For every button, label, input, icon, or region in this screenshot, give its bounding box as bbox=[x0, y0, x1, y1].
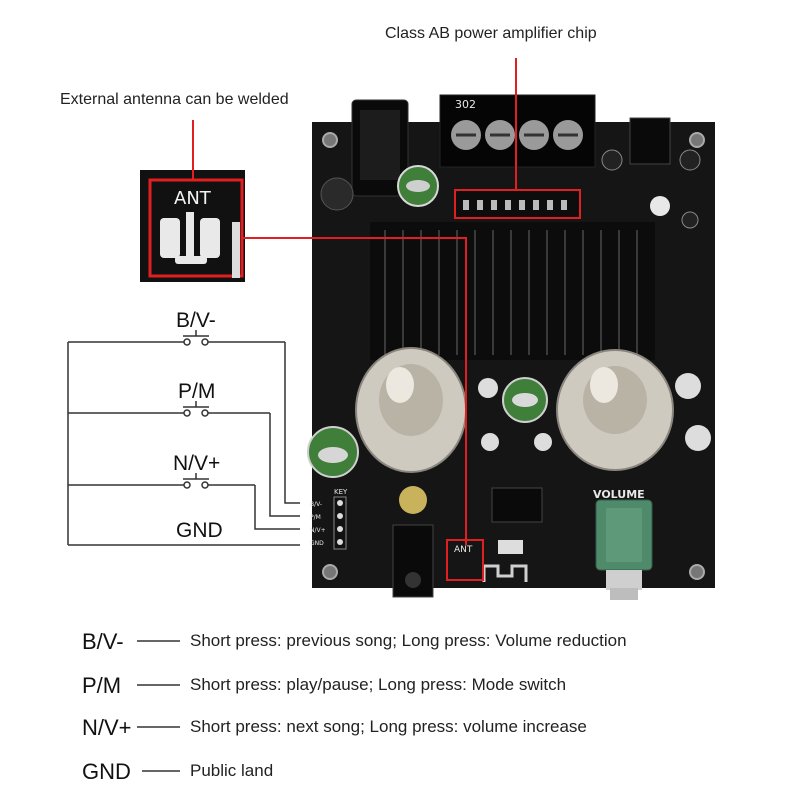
legend-key-pm: P/M bbox=[82, 673, 122, 698]
legend-key-bv: B/V- bbox=[82, 629, 124, 654]
dc-jack bbox=[351, 99, 409, 197]
silk-pin-1: B/V- bbox=[310, 501, 322, 508]
legend-desc-pm: Short press: play/pause; Long press: Mod… bbox=[190, 675, 567, 694]
silk-model: 302 bbox=[455, 98, 476, 111]
antenna-inset bbox=[140, 170, 245, 282]
silk-key: KEY bbox=[334, 488, 348, 496]
antenna-callout-label: External antenna can be welded bbox=[60, 91, 289, 108]
vacuum-tube-right bbox=[556, 349, 674, 471]
silk-pin-4: GND bbox=[310, 540, 324, 547]
amp-chip-highlight bbox=[454, 189, 581, 219]
speaker-terminal-block bbox=[439, 94, 596, 168]
button-label-pm: P/M bbox=[178, 380, 216, 403]
button-label-bv: B/V- bbox=[176, 309, 216, 332]
legend-desc-nv: Short press: next song; Long press: volu… bbox=[190, 717, 587, 736]
volume-potentiometer bbox=[595, 499, 653, 600]
silk-pin-3: N/V+ bbox=[310, 527, 326, 534]
callout-lines bbox=[192, 58, 517, 545]
heatsink bbox=[370, 222, 655, 360]
legend-desc-gnd: Public land bbox=[190, 761, 274, 780]
chip-callout-label: Class AB power amplifier chip bbox=[385, 25, 597, 42]
silk-pin-2: P/M bbox=[310, 514, 321, 521]
button-label-nv: N/V+ bbox=[173, 452, 221, 475]
legend-key-nv: N/V+ bbox=[82, 715, 132, 740]
button-wiring bbox=[67, 341, 300, 546]
legend-desc-bv: Short press: previous song; Long press: … bbox=[190, 631, 627, 650]
inset-ant-label: ANT bbox=[174, 188, 212, 209]
silk-ant: ANT bbox=[454, 545, 473, 555]
legend-dashes bbox=[137, 640, 180, 772]
audio-jack-top bbox=[629, 117, 671, 165]
button-label-gnd: GND bbox=[176, 519, 223, 542]
vacuum-tube-left bbox=[355, 347, 467, 473]
legend-key-gnd: GND bbox=[82, 759, 131, 784]
switch-symbols bbox=[183, 330, 209, 489]
silk-volume: VOLUME bbox=[593, 488, 645, 501]
key-pin-header bbox=[333, 496, 347, 550]
